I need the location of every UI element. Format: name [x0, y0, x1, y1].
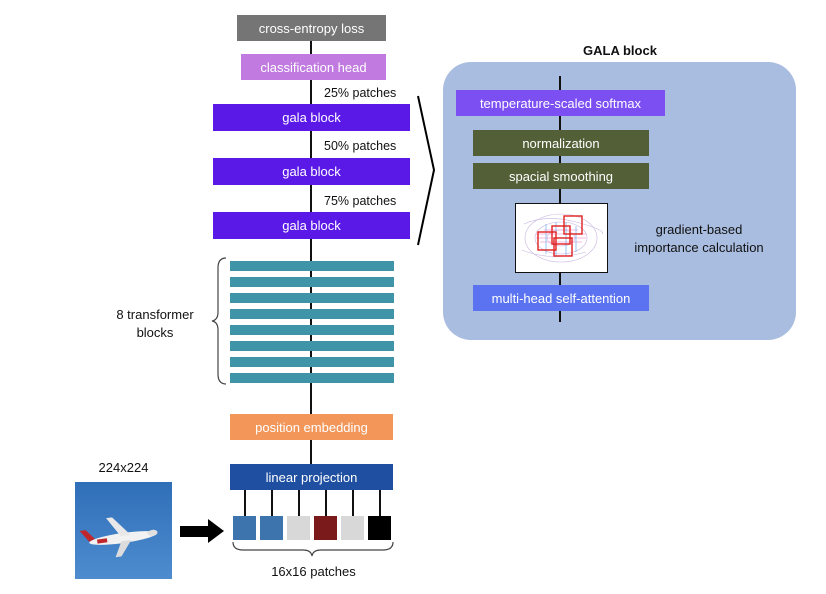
patch-square [260, 516, 283, 540]
patch-connector [298, 490, 300, 516]
gala-panel-title: GALA block [583, 43, 657, 58]
transformer-block [230, 309, 394, 319]
input-size-label: 224x224 [98, 460, 149, 475]
patch-connector [379, 490, 381, 516]
patch-square [368, 516, 391, 540]
transformer-block [230, 277, 394, 287]
patch-connector [244, 490, 246, 516]
patch-square [314, 516, 337, 540]
input-airplane-image [75, 482, 172, 579]
patch-square [341, 516, 364, 540]
smoothing-box: spacial smoothing [473, 163, 649, 189]
transformer-block [230, 373, 394, 383]
transformer-block [230, 357, 394, 367]
gala-block-3: gala block [213, 212, 410, 239]
position-embedding-box: position embedding [230, 414, 393, 440]
gala-bracket-icon [417, 95, 436, 246]
transformer-label: 8 transformer blocks [116, 307, 194, 341]
linear-projection-box: linear projection [230, 464, 393, 490]
patches-label: 16x16 patches [271, 564, 356, 579]
keep-label-25: 25% patches [324, 86, 397, 100]
transformer-block [230, 293, 394, 303]
patch-square [287, 516, 310, 540]
transformer-block [230, 261, 394, 271]
input-arrow-icon [180, 519, 224, 543]
transformer-block [230, 341, 394, 351]
patch-connector [325, 490, 327, 516]
transformer-brace-icon [211, 257, 227, 385]
gala-block-2: gala block [213, 158, 410, 185]
patch-connector [352, 490, 354, 516]
panel-connector-line [559, 76, 561, 322]
main-connector-line [310, 40, 312, 464]
classification-head-box: classification head [241, 54, 386, 80]
loss-box: cross-entropy loss [237, 15, 386, 41]
patch-square [233, 516, 256, 540]
importance-label: gradient-based importance calculation [634, 222, 764, 256]
attention-box: multi-head self-attention [473, 285, 649, 311]
importance-map-image [515, 203, 608, 273]
gala-block-1: gala block [213, 104, 410, 131]
patch-connector [271, 490, 273, 516]
softmax-box: temperature-scaled softmax [456, 90, 665, 116]
patches-brace-icon [232, 541, 394, 557]
keep-label-50: 50% patches [324, 139, 397, 153]
transformer-block [230, 325, 394, 335]
normalization-box: normalization [473, 130, 649, 156]
keep-label-75: 75% patches [324, 194, 397, 208]
